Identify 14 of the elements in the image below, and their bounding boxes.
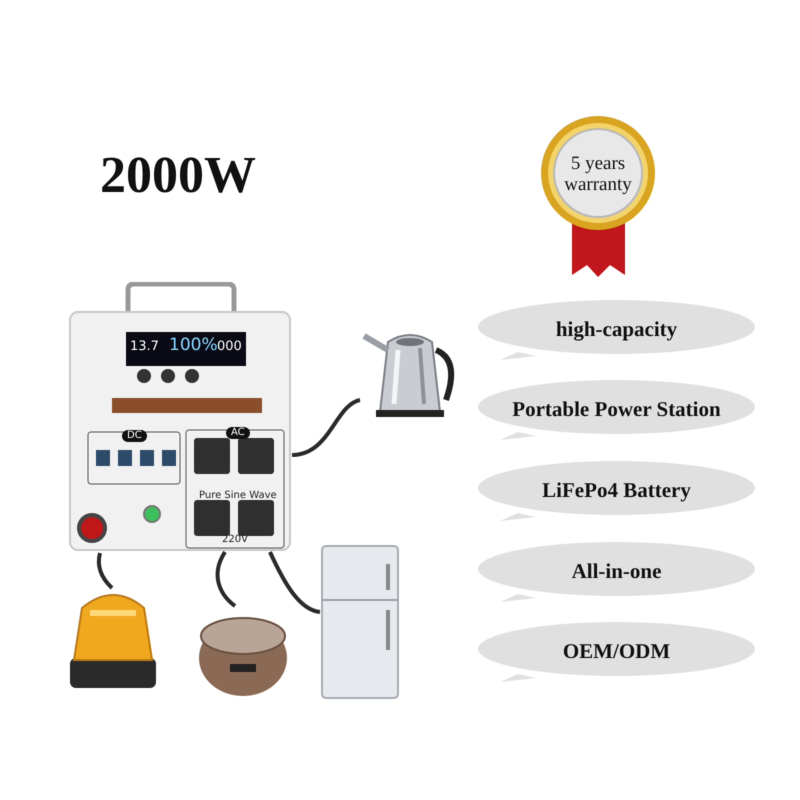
- power-cable: [216, 551, 236, 608]
- panel-label: AC: [226, 427, 250, 439]
- power-cable: [268, 551, 320, 614]
- panel-text: Pure Sine Wave: [199, 491, 277, 501]
- power-reading: 000: [217, 340, 242, 353]
- battery-percentage: 100%: [169, 337, 218, 354]
- voltage-reading: 13.7: [130, 340, 159, 353]
- refrigerator-drawing: [318, 544, 402, 702]
- title-text: 2000W: [100, 150, 256, 202]
- panel-text: 220V: [222, 535, 248, 545]
- power-cable: [292, 398, 361, 457]
- power-station-drawing: [68, 282, 292, 552]
- power-cable: [96, 552, 114, 590]
- panel-label: DC: [122, 430, 147, 442]
